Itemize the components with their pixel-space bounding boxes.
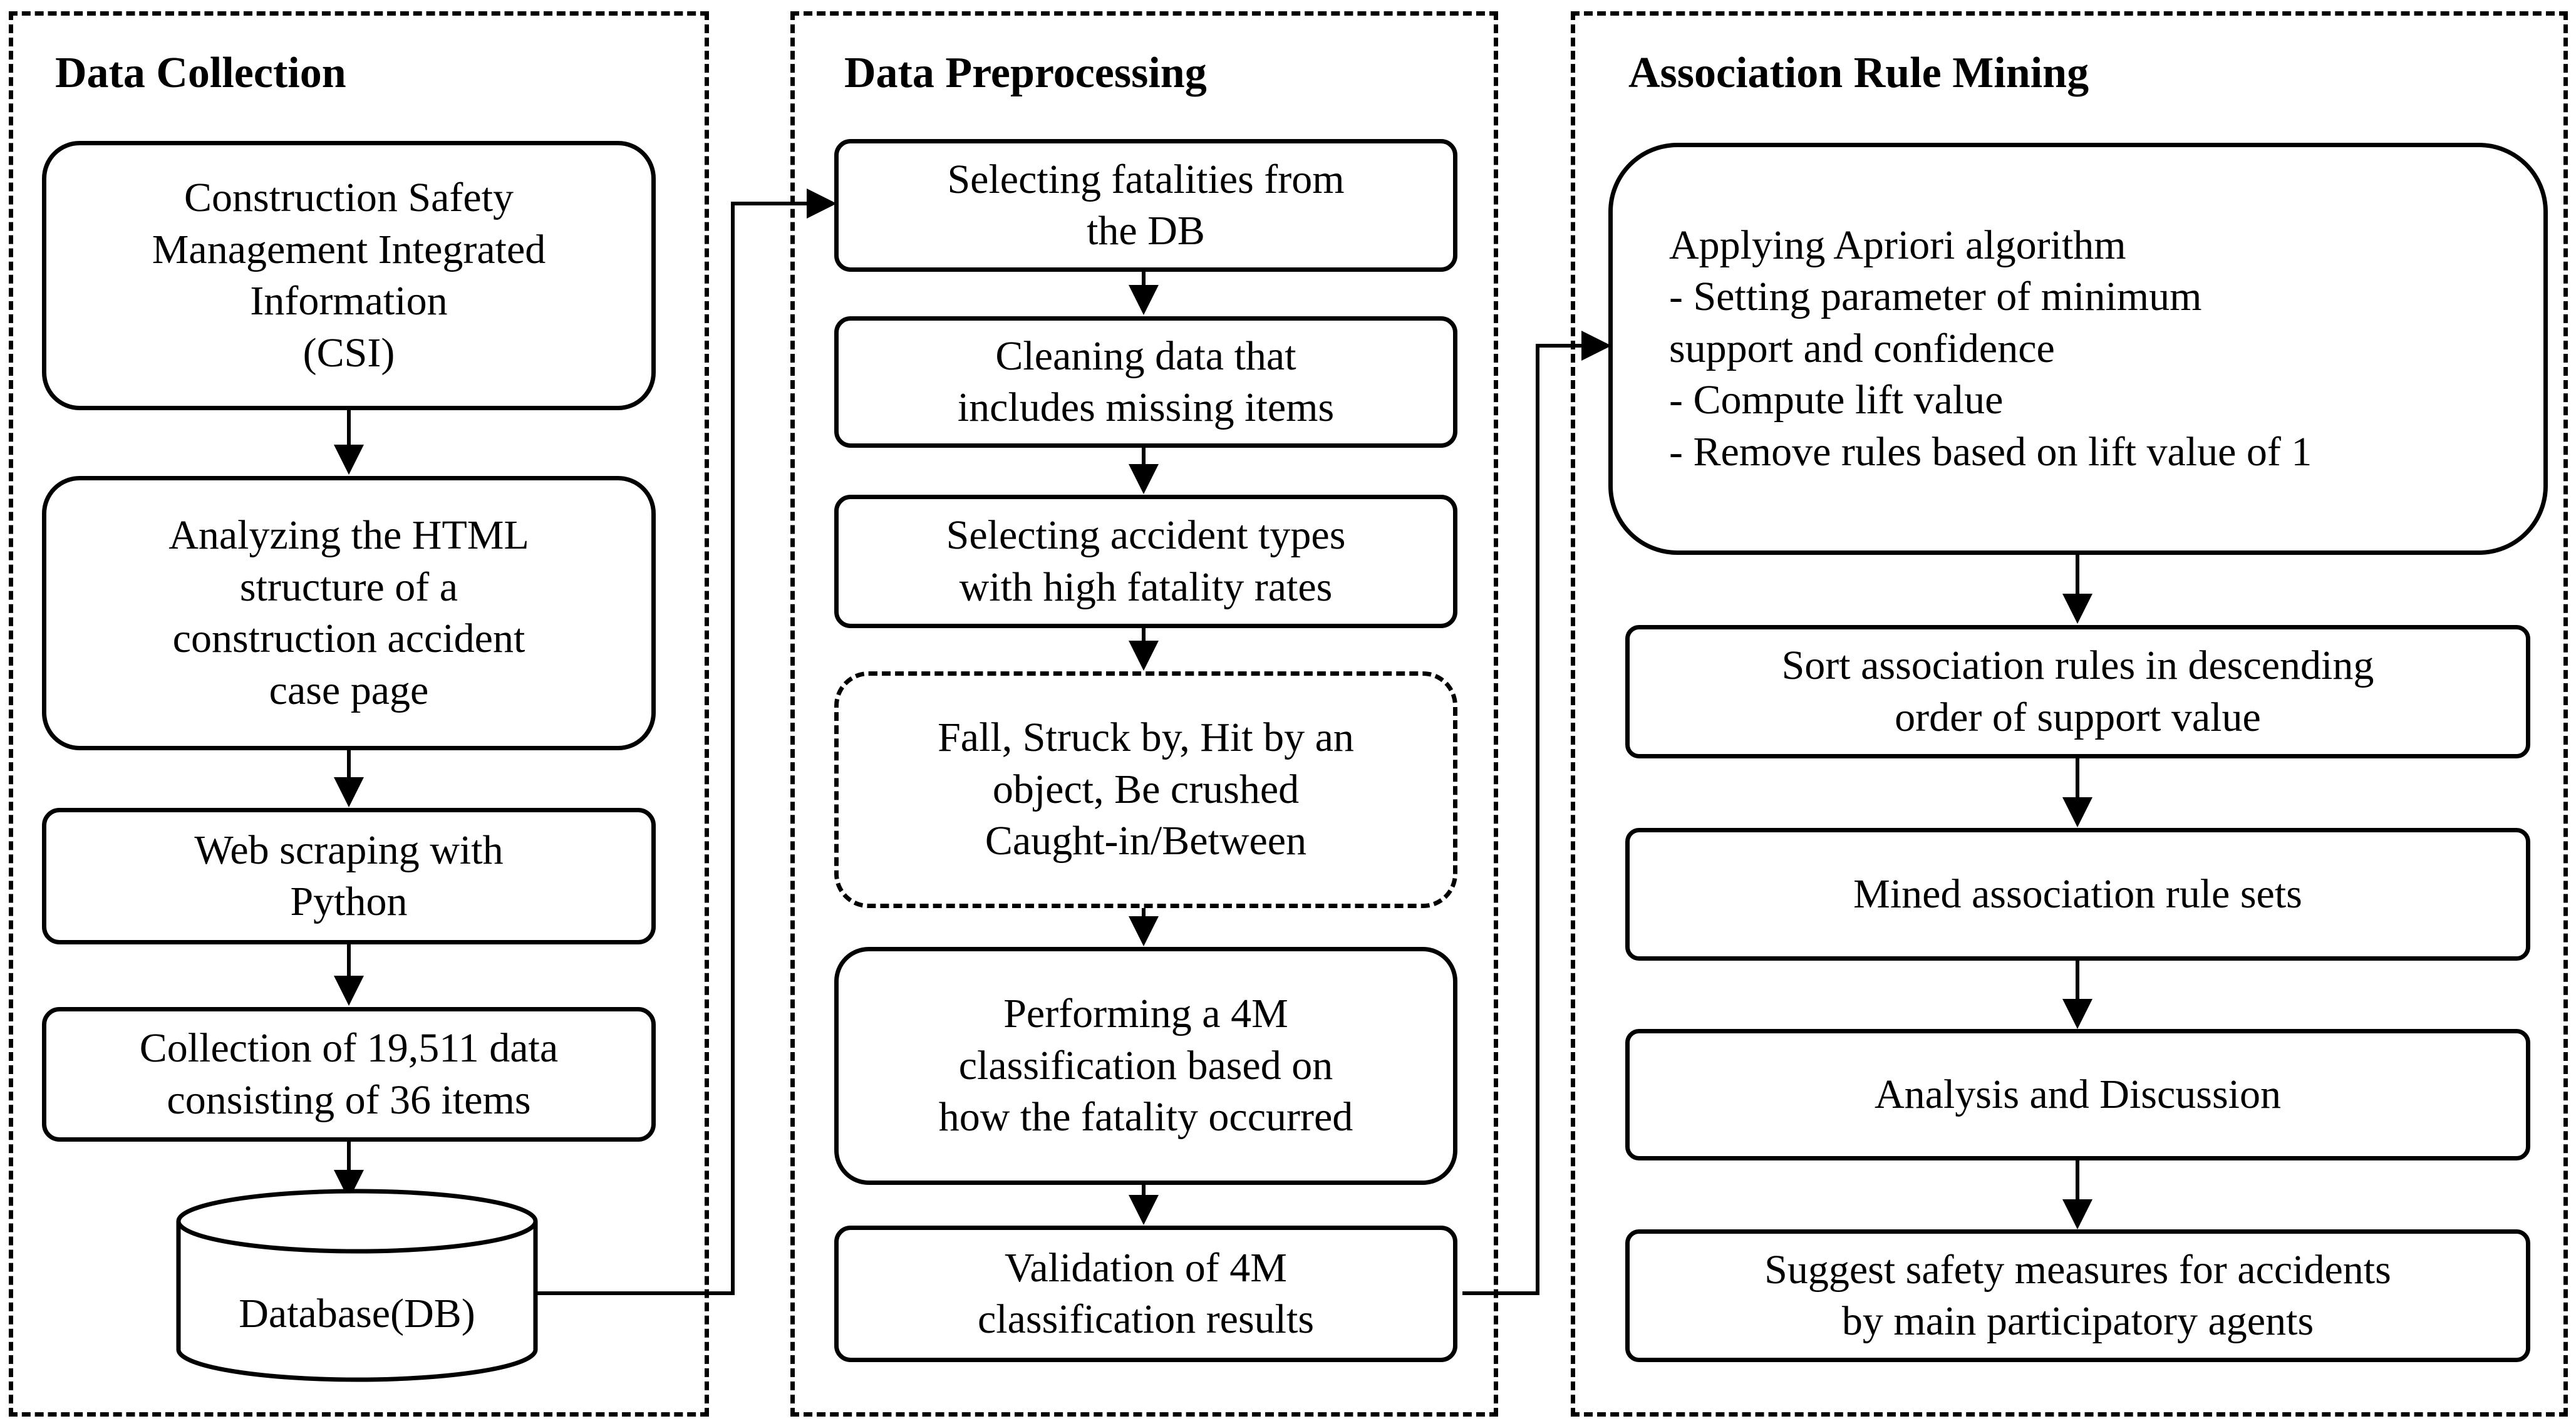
step-analysis: Analysis and Discussion [1625,1029,2530,1160]
accident-types-list: Fall, Struck by, Hit by an object, Be cr… [834,671,1457,908]
step-analyze-html: Analyzing the HTML structure of a constr… [42,476,656,750]
step-mined-rules: Mined association rule sets [1625,828,2530,961]
panel-association-rule-mining [1571,11,2568,1417]
step-collection-data: Collection of 19,511 data consisting of … [42,1007,656,1142]
step-validation: Validation of 4M classification results [834,1226,1457,1362]
step-apriori: Applying Apriori algorithm - Setting par… [1608,143,2548,555]
step-clean-data: Cleaning data that includes missing item… [834,316,1457,448]
step-sort-rules: Sort association rules in descending ord… [1625,625,2530,758]
step-select-accident-types: Selecting accident types with high fatal… [834,495,1457,628]
step-4m-classification: Performing a 4M classification based on … [834,947,1457,1185]
panel-title-data-preprocessing: Data Preprocessing [844,49,1207,97]
database-label: Database(DB) [239,1291,475,1336]
panel-title-association-rule-mining: Association Rule Mining [1628,49,2089,97]
step-suggest-measures: Suggest safety measures for accidents by… [1625,1229,2530,1362]
step-select-fatalities: Selecting fatalities from the DB [834,139,1457,272]
panel-data-preprocessing [790,11,1498,1417]
step-web-scraping: Web scraping with Python [42,808,656,944]
panel-data-collection [9,11,709,1417]
step-csi: Construction Safety Management Integrate… [42,141,656,410]
panel-title-data-collection: Data Collection [55,49,346,97]
